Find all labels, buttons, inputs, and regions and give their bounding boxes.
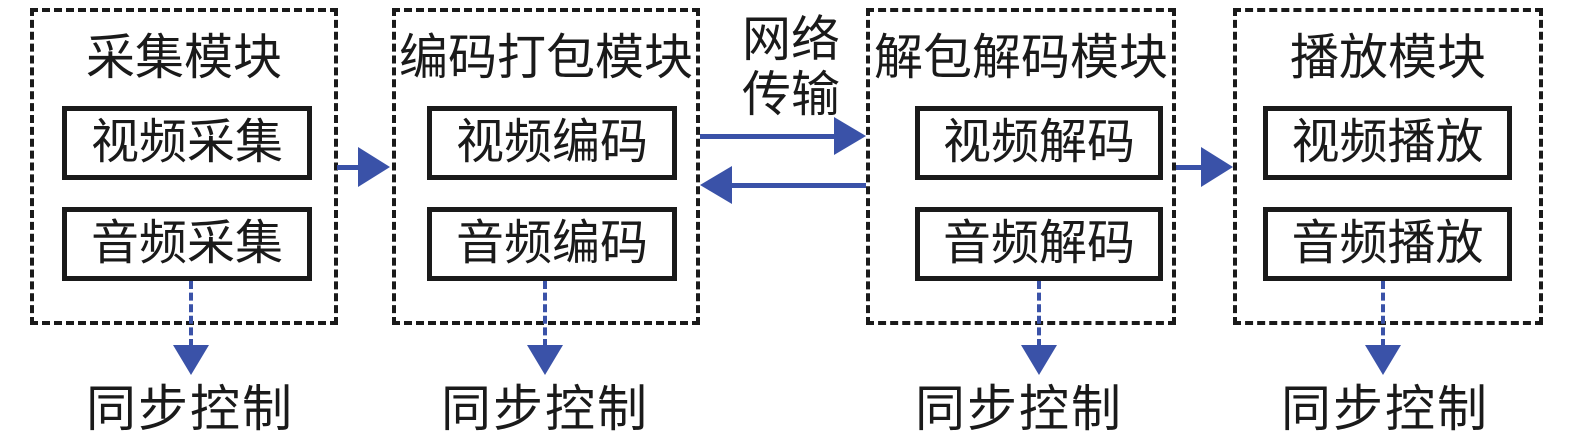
arrow-line	[700, 134, 840, 139]
arrow-line	[728, 183, 866, 188]
module-capture: 采集模块 视频采集 音频采集	[30, 8, 338, 325]
box-video-encode: 视频编码	[427, 106, 677, 180]
sync-label-capture: 同步控制	[86, 380, 294, 438]
module-unpack-decode-title: 解包解码模块	[873, 29, 1168, 86]
sync-arrow-line	[1037, 281, 1041, 347]
network-label-line2: 传输	[741, 66, 840, 123]
box-audio-capture-label: 音频采集	[90, 215, 283, 271]
box-video-capture-label: 视频采集	[90, 114, 283, 170]
sync-arrow-line	[1381, 281, 1385, 347]
box-video-capture: 视频采集	[62, 106, 312, 180]
arrowhead-down-icon	[1365, 345, 1401, 375]
sync-label-encode: 同步控制	[441, 380, 649, 438]
box-video-encode-label: 视频编码	[455, 114, 648, 170]
box-audio-playback-label: 音频播放	[1291, 215, 1484, 271]
arrow-line	[1176, 165, 1205, 170]
network-transmission-label: 网络 传输	[671, 12, 911, 122]
sync-label-decode: 同步控制	[915, 380, 1123, 438]
module-playback-title: 播放模块	[1289, 29, 1486, 86]
arrowhead-down-icon	[1021, 345, 1057, 375]
module-encode-pack: 编码打包模块 视频编码 音频编码	[392, 8, 700, 325]
module-playback: 播放模块 视频播放 音频播放	[1233, 8, 1543, 325]
box-audio-decode-label: 音频解码	[942, 215, 1135, 271]
arrowhead-right-icon	[358, 147, 390, 187]
box-video-playback-label: 视频播放	[1291, 114, 1484, 170]
box-audio-decode: 音频解码	[915, 207, 1163, 281]
box-audio-playback: 音频播放	[1263, 207, 1512, 281]
arrowhead-right-icon	[1201, 147, 1233, 187]
sync-arrow-line	[189, 281, 193, 347]
arrowhead-right-icon	[834, 117, 866, 155]
box-audio-encode: 音频编码	[427, 207, 677, 281]
network-label-line1: 网络	[741, 11, 840, 68]
arrowhead-down-icon	[173, 345, 209, 375]
module-unpack-decode: 解包解码模块 视频解码 音频解码	[866, 8, 1176, 325]
arrowhead-down-icon	[527, 345, 563, 375]
box-video-decode: 视频解码	[915, 106, 1163, 180]
module-capture-title: 采集模块	[85, 29, 282, 86]
sync-arrow-line	[543, 281, 547, 347]
box-video-decode-label: 视频解码	[942, 114, 1135, 170]
box-video-playback: 视频播放	[1263, 106, 1512, 180]
arrow-line	[337, 165, 364, 170]
box-audio-capture: 音频采集	[62, 207, 312, 281]
box-audio-encode-label: 音频编码	[455, 215, 648, 271]
sync-label-playback: 同步控制	[1281, 380, 1489, 438]
module-encode-pack-title: 编码打包模块	[398, 29, 693, 86]
arrowhead-left-icon	[700, 166, 732, 204]
